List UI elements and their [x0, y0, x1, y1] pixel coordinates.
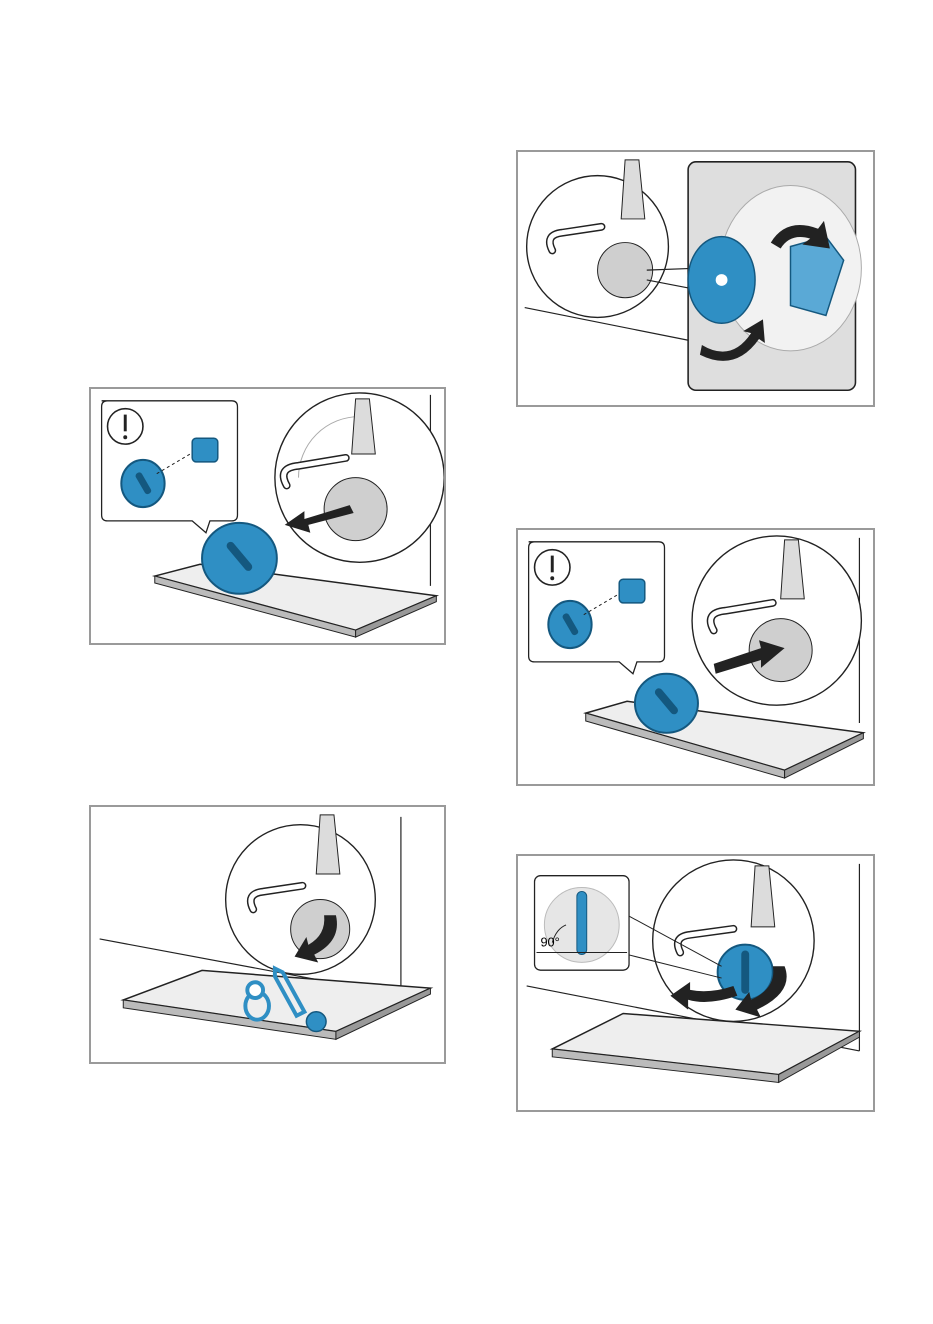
figure-remove-filter — [89, 387, 446, 645]
figure-clear-debris — [89, 805, 446, 1064]
angle-label: 90° — [540, 935, 559, 950]
figure-rotate-impeller — [516, 150, 875, 407]
figure-lock-filter: 90° — [516, 854, 875, 1112]
figure-insert-filter — [516, 528, 875, 786]
